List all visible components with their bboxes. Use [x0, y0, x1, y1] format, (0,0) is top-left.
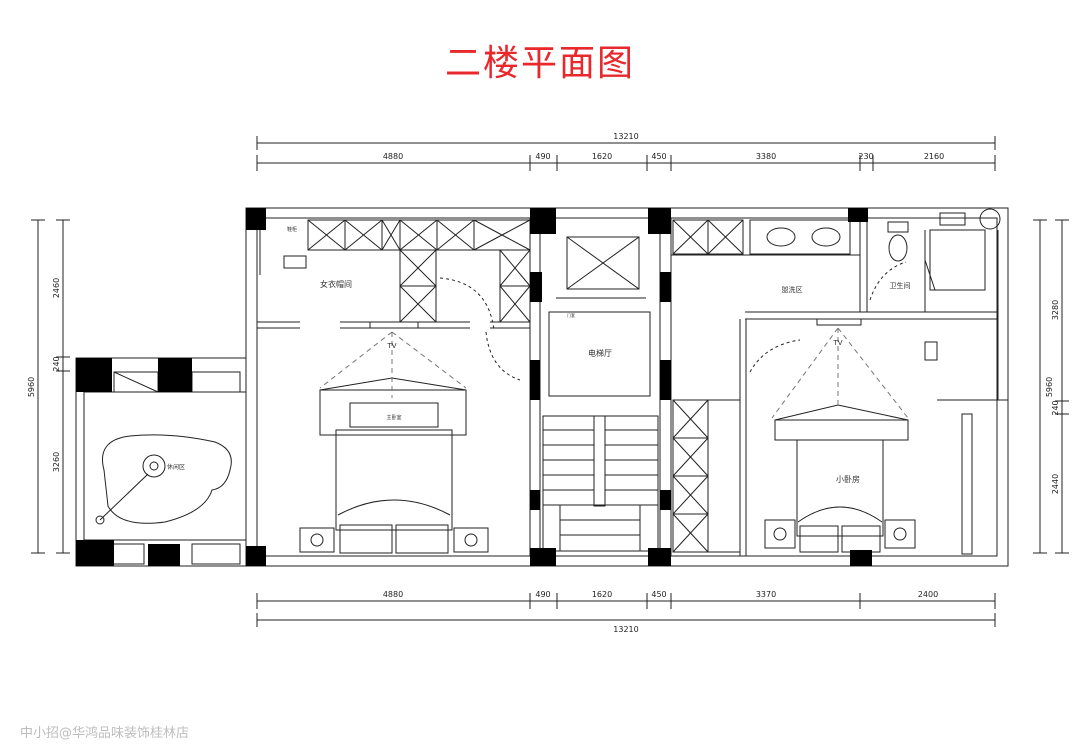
room-label-washing: 盥洗区: [782, 285, 803, 294]
top-dimension-lines: [256, 136, 996, 171]
elevator-stairs: [542, 236, 659, 552]
room-label-door-tag: 门套: [567, 312, 575, 318]
dim-bottom-2: 490: [535, 590, 550, 599]
tv-sightlines: [319, 327, 909, 419]
page-title: 二楼平面图: [444, 43, 635, 84]
dim-top-total: 13210: [613, 132, 638, 141]
right-dimension-lines: [1033, 219, 1069, 554]
dim-bottom-3: 1620: [592, 590, 612, 599]
door-swings: [439, 261, 907, 381]
right-closets: [672, 219, 744, 553]
dim-right-3: 2440: [1051, 474, 1060, 494]
dim-bottom-6: 2400: [918, 590, 938, 599]
bathroom-fixtures: [749, 208, 1001, 291]
room-label-small-bedroom: 小卧房: [836, 474, 860, 484]
bottom-dimension-lines: [256, 593, 996, 627]
watermark: 中小招@华鸿品味装饰桂林店: [20, 726, 190, 741]
dim-top-3: 1620: [592, 152, 612, 161]
room-label-balcony: 休闲区: [167, 463, 185, 471]
dim-bottom-1: 4880: [383, 590, 403, 599]
dim-left-2: 240: [52, 356, 61, 371]
dim-bottom-4: 450: [651, 590, 666, 599]
room-label-shoe: 鞋柜: [287, 226, 297, 233]
dim-top-2: 490: [535, 152, 550, 161]
dim-bottom-5: 3370: [756, 590, 776, 599]
dim-top-1: 4880: [383, 152, 403, 161]
dim-bottom-total: 13210: [613, 625, 638, 634]
dim-right-1: 3280: [1051, 300, 1060, 320]
dim-top-6: 230: [858, 152, 873, 161]
room-label-bathroom: 卫生间: [890, 281, 911, 290]
dim-left-total: 5960: [27, 377, 36, 397]
dim-right-total: 5960: [1045, 377, 1054, 397]
dim-right-2: 240: [1051, 400, 1060, 415]
room-label-elevator: 电梯厅: [588, 348, 612, 358]
master-bed-furniture: [299, 321, 489, 554]
small-bed-furniture: [764, 318, 973, 555]
dim-left-1: 2460: [52, 278, 61, 298]
left-dimension-lines: [31, 219, 70, 554]
room-label-master: 主卧室: [386, 414, 401, 421]
dim-top-7: 2160: [924, 152, 944, 161]
balcony-lounge: [83, 371, 241, 565]
structural-columns: [76, 208, 872, 566]
tv-label-left: TV: [386, 342, 396, 350]
dim-top-4: 450: [651, 152, 666, 161]
dim-left-3: 3260: [52, 452, 61, 472]
dressing-closets: [259, 219, 531, 323]
dim-top-5: 3380: [756, 152, 776, 161]
outer-walls: [75, 207, 1009, 567]
tv-label-right: TV: [832, 339, 842, 347]
room-label-dressing: 女衣帽间: [320, 279, 352, 289]
